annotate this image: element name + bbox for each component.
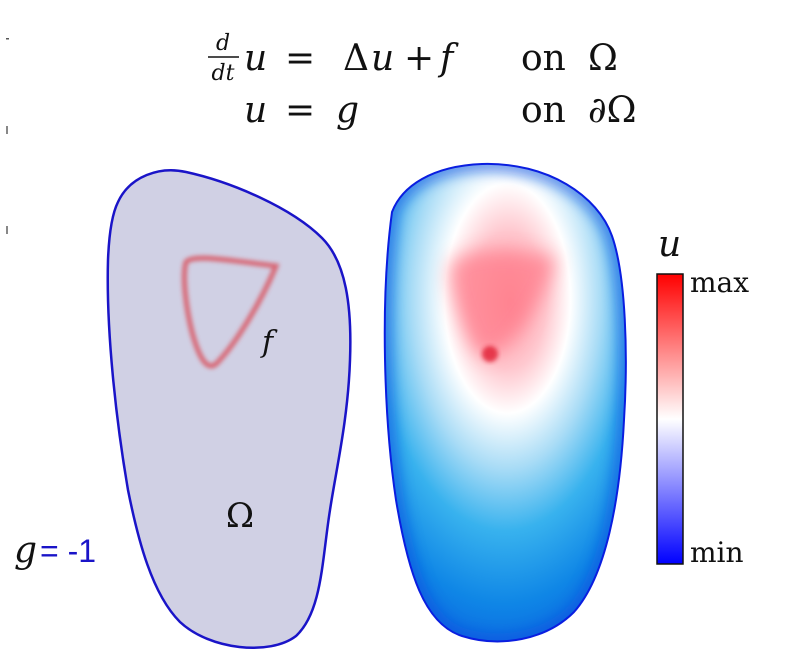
eq1-on: on bbox=[521, 38, 566, 79]
eq1-plus: + bbox=[404, 38, 434, 79]
colorbar: u max min bbox=[656, 224, 749, 569]
colorbar-max-label: max bbox=[690, 266, 749, 299]
right-solution-panel bbox=[383, 162, 627, 643]
eq1-fraction-numerator: d bbox=[216, 31, 230, 56]
edge-marks bbox=[6, 38, 9, 234]
left-domain-panel: f Ω g = -1 bbox=[14, 169, 352, 649]
eq1-equals: = bbox=[285, 38, 315, 79]
domain-omega-label: Ω bbox=[226, 496, 254, 536]
eq1-lhs-u: u bbox=[244, 38, 267, 79]
hot-spot-peak bbox=[482, 346, 498, 362]
solution-field bbox=[384, 163, 626, 642]
equation-block: d dt u = Δ u + f on Ω u = g on ∂Ω bbox=[208, 31, 636, 131]
eq2-boundary-g: g bbox=[336, 90, 359, 131]
eq2-boundary-domain: ∂Ω bbox=[588, 90, 636, 131]
boundary-g-label: g bbox=[14, 530, 37, 571]
eq1-fraction-denominator: dt bbox=[212, 61, 235, 86]
eq2-on: on bbox=[521, 90, 566, 131]
eq2-lhs-u: u bbox=[244, 90, 267, 131]
boundary-value-label: = -1 bbox=[40, 533, 96, 569]
eq1-source-f: f bbox=[437, 38, 459, 79]
domain-omega-shape bbox=[106, 169, 352, 649]
eq1-rhs-u: u bbox=[371, 38, 394, 79]
source-f-curve bbox=[181, 255, 280, 369]
hot-spot bbox=[449, 250, 556, 358]
solution-boundary bbox=[383, 162, 627, 643]
colorbar-gradient bbox=[656, 273, 684, 565]
colorbar-title: u bbox=[658, 224, 681, 265]
eq1-domain: Ω bbox=[588, 38, 618, 79]
eq1-laplacian: Δ bbox=[343, 38, 369, 79]
colorbar-min-label: min bbox=[690, 536, 744, 569]
eq2-equals: = bbox=[285, 90, 315, 131]
